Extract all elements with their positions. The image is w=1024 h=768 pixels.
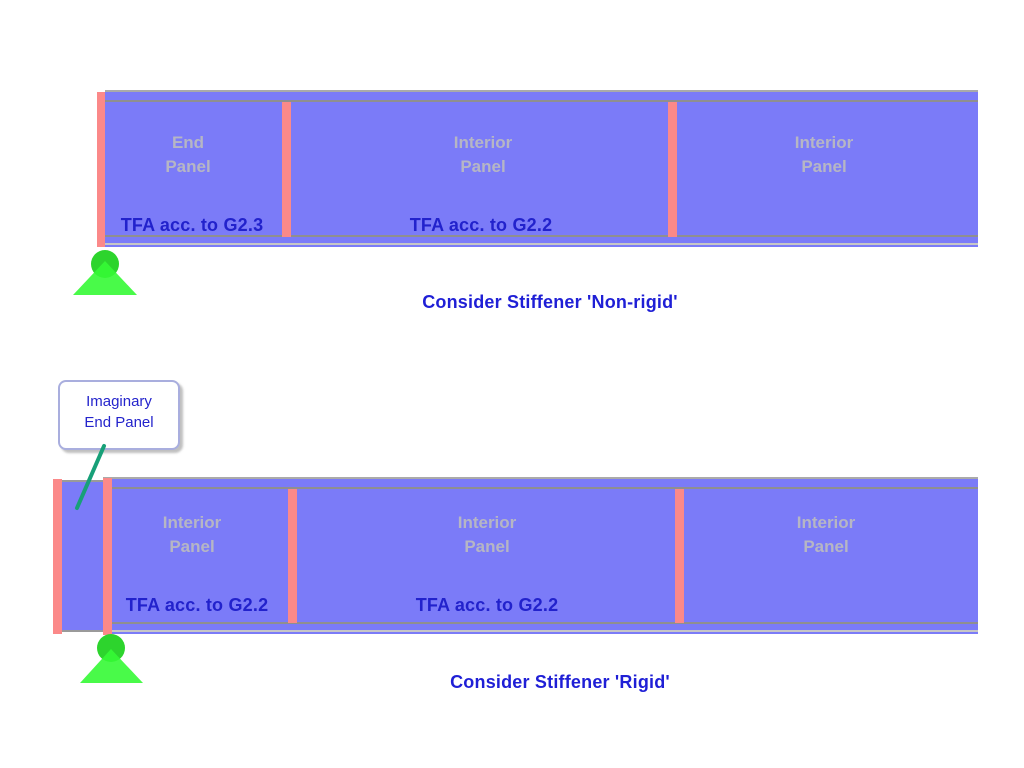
bottom-flange-outer-line: [103, 630, 978, 632]
top-flange-inner-line: [103, 487, 978, 489]
caption-rigid: Consider Stiffener 'Rigid': [450, 672, 670, 692]
intermediate-stiffener: [282, 102, 291, 237]
panel-label-line2: Panel: [801, 157, 847, 176]
bottom-flange-outer-line: [105, 243, 978, 245]
support-stiffener: [103, 478, 112, 635]
panel-label-line1: Interior: [796, 513, 856, 532]
pinned-support-non-rigid: [73, 250, 137, 295]
intermediate-stiffener: [668, 102, 677, 237]
panel-label: Interior Panel: [739, 131, 909, 179]
panel-label-line2: Panel: [803, 537, 849, 556]
tfa-annotation: TFA acc. to G2.3: [120, 215, 264, 235]
tfa-annotation: TFA acc. to G2.2: [125, 595, 269, 615]
panel-label-line2: Panel: [460, 157, 506, 176]
tfa-annotation: TFA acc. to G2.2: [415, 595, 559, 615]
top-flange-outer-line: [103, 477, 978, 479]
pinned-support-rigid: [80, 634, 143, 683]
panel-label: Interior Panel: [107, 511, 277, 559]
panel-label-line1: Interior: [457, 513, 517, 532]
top-flange-inner-line: [105, 100, 978, 102]
bottom-flange-inner-line: [105, 235, 978, 237]
panel-label: Interior Panel: [398, 131, 568, 179]
panel-label-line2: Panel: [165, 157, 211, 176]
panel-label-line2: Panel: [169, 537, 215, 556]
panel-label-line1: Interior: [794, 133, 854, 152]
support-circle: [91, 250, 119, 278]
beam-rigid: [103, 477, 978, 634]
beam-non-rigid: [105, 90, 978, 247]
support-triangle: [80, 649, 143, 683]
imaginary-end-panel-callout: Imaginary End Panel: [58, 380, 180, 450]
panel-label: Interior Panel: [402, 511, 572, 559]
panel-label-line2: Panel: [464, 537, 510, 556]
callout-line2: End Panel: [84, 414, 154, 431]
end-stiffener: [53, 479, 62, 634]
caption-non-rigid: Consider Stiffener 'Non-rigid': [422, 292, 678, 312]
panel-label: Interior Panel: [741, 511, 911, 559]
callout-line1: Imaginary: [86, 393, 152, 410]
bottom-flange-inner-line: [103, 622, 978, 624]
panel-label-line1: Interior: [453, 133, 513, 152]
panel-label-line1: Interior: [162, 513, 222, 532]
intermediate-stiffener: [288, 489, 297, 623]
support-triangle: [73, 261, 137, 295]
top-flange-outer-line: [105, 90, 978, 92]
end-stiffener: [97, 92, 105, 247]
support-circle: [97, 634, 125, 662]
tfa-annotation: TFA acc. to G2.2: [409, 215, 553, 235]
panel-label: End Panel: [103, 131, 273, 179]
panel-label-line1: End: [171, 133, 205, 152]
intermediate-stiffener: [675, 489, 684, 623]
